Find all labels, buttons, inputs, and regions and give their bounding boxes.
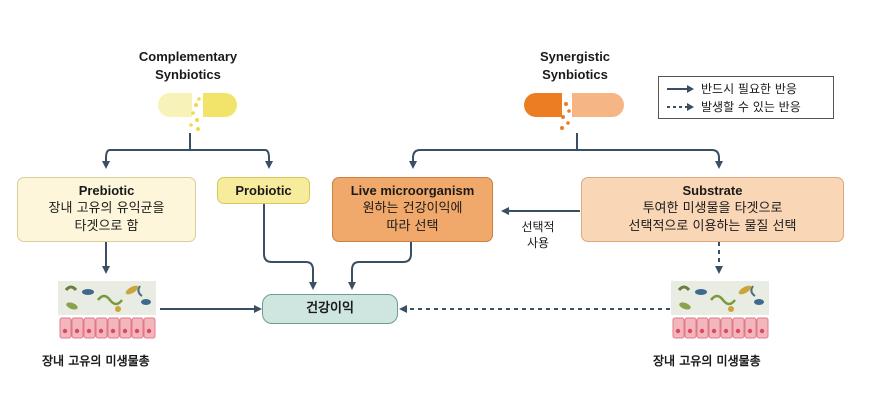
gut-microbiota-left-icon	[58, 281, 156, 339]
synergistic-synbiotics-title: Synergistic Synbiotics	[539, 49, 611, 82]
synergistic-capsule-icon	[524, 93, 624, 130]
complementary-capsule-icon	[158, 93, 237, 131]
probiotic-title: Probiotic	[235, 183, 292, 198]
prebiotic-title: Prebiotic	[78, 183, 135, 198]
live-microorganism-title: Live microorganism	[350, 183, 475, 198]
prebiotic-description: 장내 고유의 유익균을 타겟으로 함	[48, 201, 165, 234]
substrate-description: 투여한 미생물을 타겟으로 선택적으로 이용하는 물질 선택	[628, 201, 797, 234]
substrate-title: Substrate	[682, 183, 743, 198]
selective-use-label: 선택적 사용	[521, 220, 555, 250]
legend: 반드시 필요한 반응 발생할 수 있는 반응	[658, 76, 834, 119]
prebiotic-box: Prebiotic 장내 고유의 유익균을 타겟으로 함	[17, 177, 196, 242]
health-benefit-label: 건강이익	[306, 301, 354, 316]
legend-dashed-item: 발생할 수 있는 반응	[665, 99, 830, 115]
gut-microbiota-right-icon	[671, 281, 769, 339]
left-split-connector	[102, 133, 273, 169]
live-microorganism-description: 원하는 건강이익에 따라 선택	[362, 201, 463, 234]
substrate-box: Substrate 투여한 미생물을 타겟으로 선택적으로 이용하는 물질 선택	[581, 177, 844, 242]
complementary-synbiotics-title: Complementary Synbiotics	[138, 49, 238, 82]
microbiota-left-label: 장내 고유의 미생물총	[42, 354, 150, 368]
dashed-arrow-icon	[667, 103, 694, 111]
live-to-health-arrow	[348, 242, 412, 290]
solid-arrow-icon	[667, 85, 694, 93]
legend-solid-label: 반드시 필요한 반응	[701, 82, 797, 96]
probiotic-to-health-arrow	[263, 204, 317, 290]
legend-dashed-label: 발생할 수 있는 반응	[701, 100, 801, 114]
microbiota-right-label: 장내 고유의 미생물총	[653, 354, 761, 368]
legend-solid-item: 반드시 필요한 반응	[665, 81, 830, 97]
right-split-connector	[409, 133, 723, 169]
live-microorganism-box: Live microorganism 원하는 건강이익에 따라 선택	[332, 177, 493, 242]
health-benefit-box: 건강이익	[262, 294, 398, 324]
probiotic-box: Probiotic	[217, 177, 310, 204]
